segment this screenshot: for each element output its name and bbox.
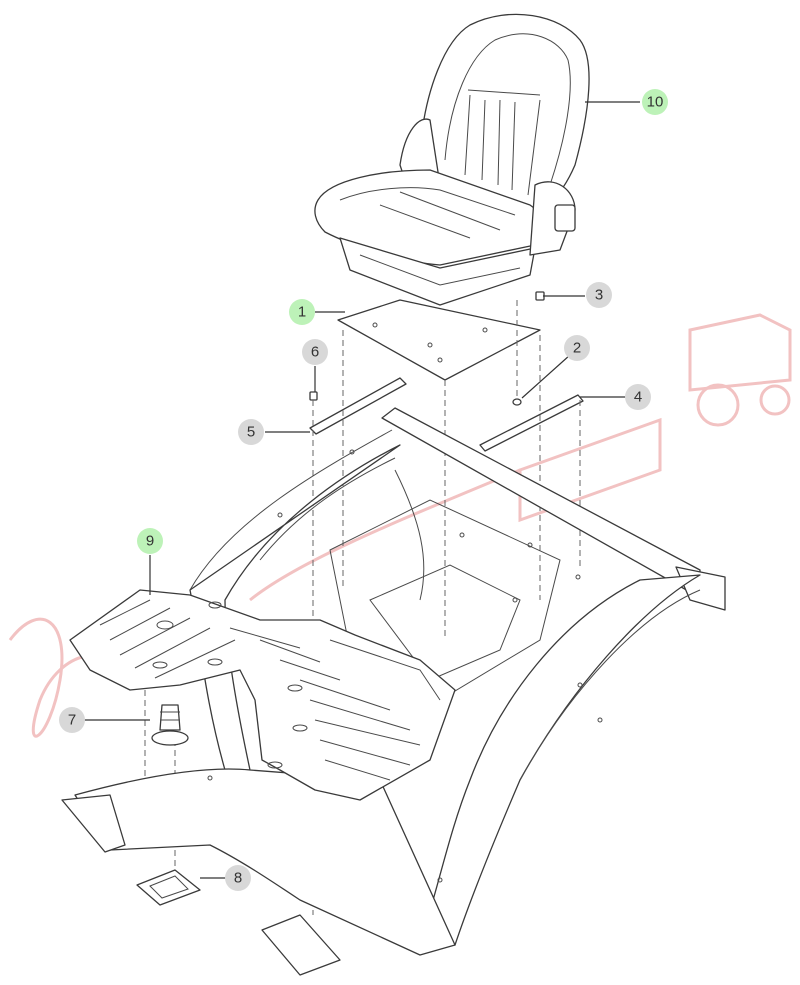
seat-rail-right	[479, 394, 584, 452]
svg-text:1: 1	[298, 304, 306, 321]
square-gasket	[136, 869, 201, 906]
svg-text:9: 9	[146, 533, 154, 550]
svg-text:10: 10	[647, 94, 664, 111]
floor-mat	[69, 589, 456, 801]
mounting-plate	[337, 299, 541, 381]
callout-7: 7	[59, 707, 85, 733]
svg-text:2: 2	[573, 340, 581, 357]
svg-text:6: 6	[311, 344, 319, 361]
leader-lines	[84, 101, 640, 879]
callout-8: 8	[225, 865, 251, 891]
svg-text:8: 8	[234, 870, 242, 887]
cab-frame	[61, 407, 726, 976]
svg-text:3: 3	[595, 287, 603, 304]
callout-10: 10	[642, 89, 668, 115]
callout-2: 2	[564, 335, 590, 361]
rubber-grommet	[151, 704, 189, 746]
svg-text:7: 7	[68, 712, 76, 729]
callout-1: 1	[289, 299, 315, 325]
callout-5: 5	[238, 419, 264, 445]
callout-6: 6	[302, 339, 328, 365]
bolt-6	[309, 391, 318, 401]
callout-9: 9	[137, 528, 163, 554]
nut-3	[535, 291, 545, 301]
seat-assembly	[314, 13, 590, 306]
callout-4: 4	[625, 384, 651, 410]
svg-text:4: 4	[634, 389, 642, 406]
callout-3: 3	[586, 282, 612, 308]
washer-2	[512, 398, 522, 406]
svg-text:5: 5	[247, 424, 255, 441]
seat-rail-left	[309, 377, 407, 435]
plate-holes	[372, 322, 488, 363]
